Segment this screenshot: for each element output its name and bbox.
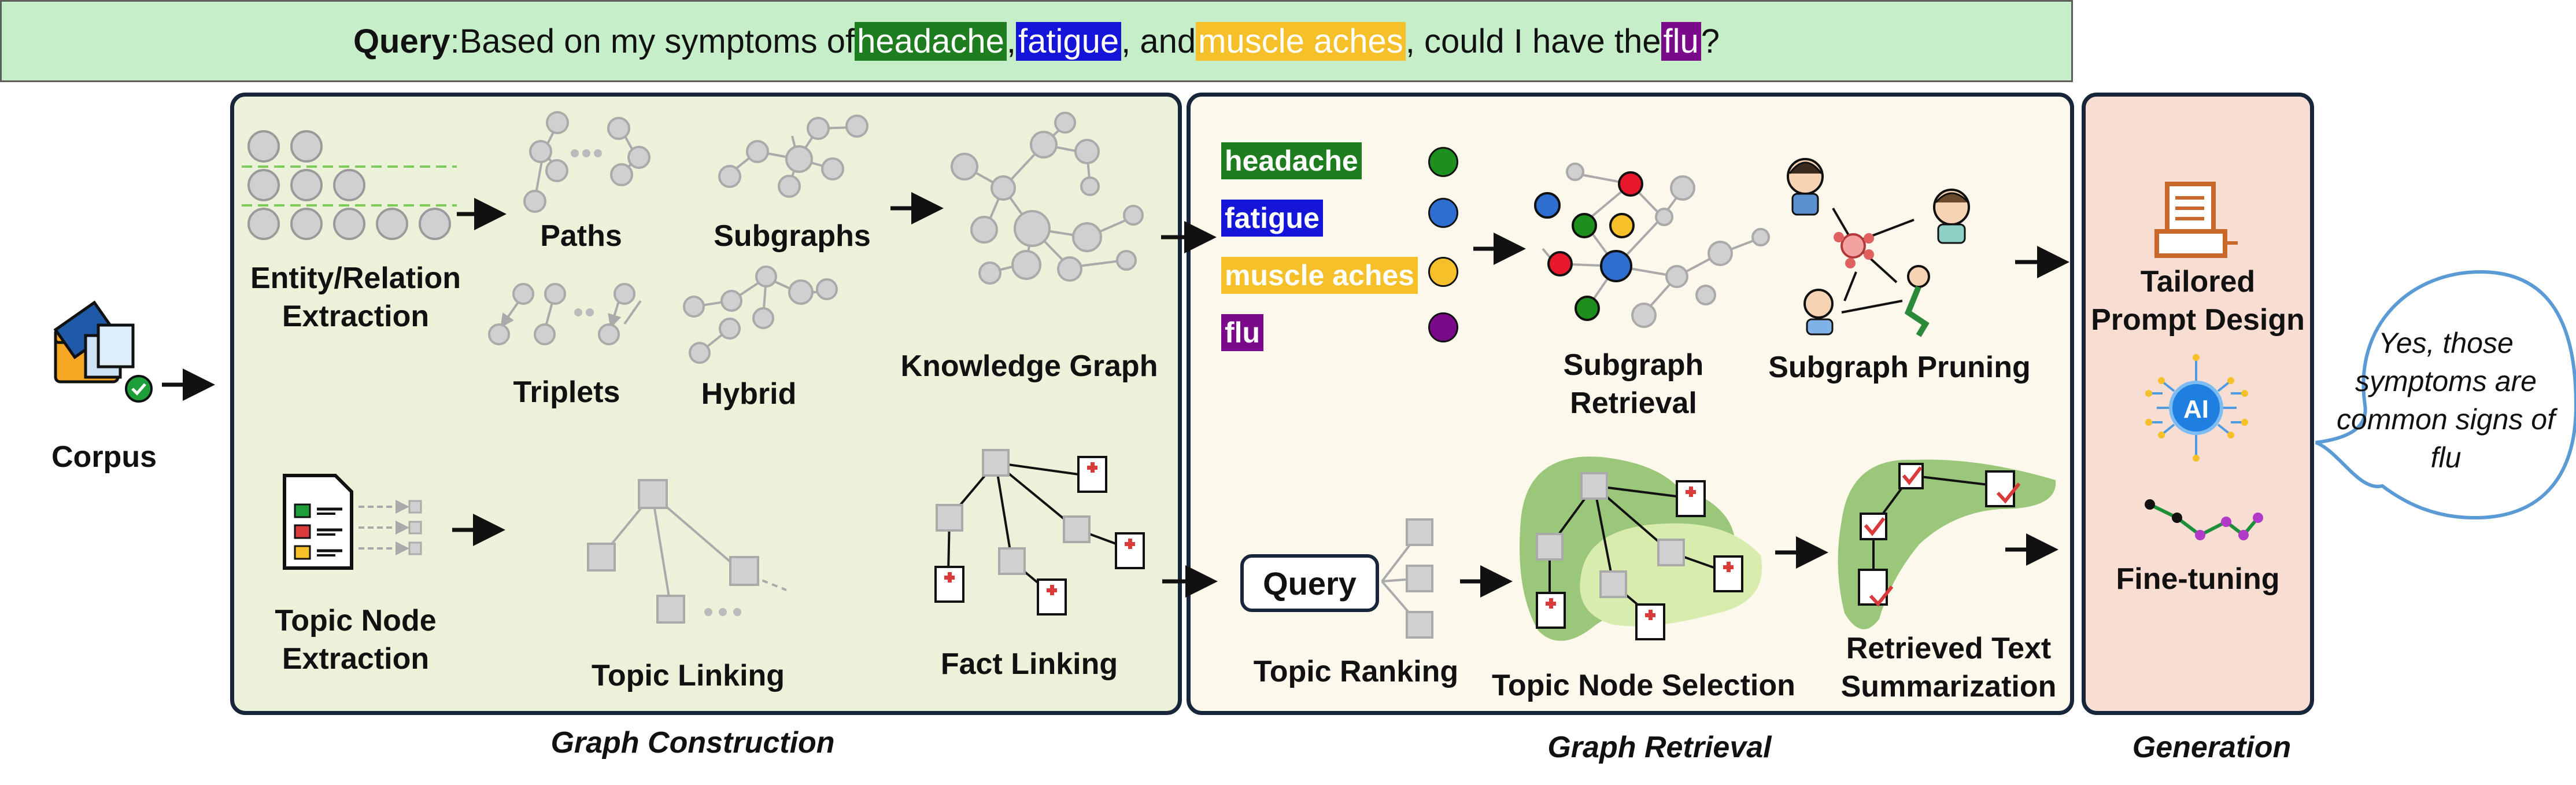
query-symptom-headache: headache	[855, 21, 1007, 61]
subgraph-retrieval-label-1: Subgraph	[1563, 348, 1704, 382]
query-symptom-flu: flu	[1661, 21, 1701, 61]
triplets-label: Triplets	[513, 375, 620, 409]
knowledge-graph	[951, 112, 1144, 285]
symptom-tag-headache: headache	[1221, 142, 1362, 179]
query-symptom-muscle-aches: muscle aches	[1196, 21, 1406, 61]
subgraph-pruning-label: Subgraph Pruning	[1768, 351, 2031, 384]
fact-linking-tree	[934, 449, 1145, 616]
query-symptom-fatigue: fatigue	[1016, 21, 1122, 61]
symptom-tag-flu: flu	[1221, 314, 1264, 351]
folder-documents-icon	[53, 300, 153, 403]
ai-badge-text: AI	[2183, 395, 2209, 423]
query-text-1: Based on my symptoms of	[459, 22, 855, 60]
prompt-design-label-2: Prompt Design	[2091, 303, 2305, 337]
entity-relation-label-2: Extraction	[282, 300, 430, 333]
subgraphs-graph	[718, 115, 868, 198]
topic-node-selection-graphic	[1520, 456, 1762, 641]
topic-ranking-label: Topic Ranking	[1253, 655, 1459, 688]
entity-extraction-icon	[247, 130, 451, 240]
patient-figures-icon	[1787, 158, 1970, 337]
retrieved-text-label-1: Retrieved Text	[1846, 632, 2052, 665]
query-box: Query	[1240, 554, 1379, 612]
query-sep-1: ,	[1006, 22, 1017, 60]
query-sep-2: , and	[1121, 22, 1196, 60]
retrieved-text-label-2: Summarization	[1840, 670, 2057, 703]
topic-node-selection-label: Topic Node Selection	[1492, 669, 1795, 702]
topic-ranking-tree	[1381, 518, 1433, 639]
subgraph-retrieval-graph	[1534, 163, 1770, 328]
prompt-design-label-1: Tailored	[2140, 265, 2256, 298]
query-text-2: , could I have the	[1405, 22, 1661, 60]
query-label: Query	[353, 22, 450, 60]
query-colon: :	[450, 22, 460, 60]
topic-linking-label: Topic Linking	[591, 659, 785, 692]
graph-retrieval-caption: Graph Retrieval	[1547, 731, 1772, 764]
topic-node-label-2: Extraction	[282, 642, 430, 676]
document-list-icon	[283, 474, 422, 570]
query-text-3: ?	[1701, 22, 1720, 60]
symptom-dot-muscle-aches	[1428, 257, 1458, 287]
summarization-graphic	[1838, 459, 2056, 629]
answer-bubble-outline	[2315, 270, 2576, 520]
generation-caption: Generation	[2132, 731, 2292, 764]
symptom-dot-flu	[1428, 312, 1458, 342]
entity-relation-label-1: Entity/Relation	[250, 261, 461, 295]
fine-tuning-curve-icon	[2145, 499, 2263, 540]
corpus-label: Corpus	[51, 440, 157, 474]
topic-linking-tree	[587, 479, 787, 624]
fact-linking-label: Fact Linking	[940, 647, 1118, 681]
triplets-graph	[488, 283, 642, 345]
subgraphs-label: Subgraphs	[714, 219, 871, 253]
hybrid-graph	[683, 266, 838, 364]
graph-construction-caption: Graph Construction	[550, 726, 835, 760]
symptom-tag-fatigue: fatigue	[1221, 200, 1323, 237]
answer-text: Yes, those symptoms are common signs of …	[2337, 327, 2555, 474]
query-bar: Query: Based on my symptoms of headache,…	[0, 0, 2073, 82]
ai-chip-icon: AI	[2145, 354, 2248, 462]
paths-label: Paths	[540, 219, 622, 253]
knowledge-graph-label: Knowledge Graph	[900, 349, 1158, 383]
symptom-dot-headache	[1428, 147, 1458, 177]
fine-tuning-label: Fine-tuning	[2116, 562, 2280, 596]
medical-document-icon	[934, 456, 1145, 616]
subgraph-retrieval-label-2: Retrieval	[1570, 386, 1697, 420]
printer-prompt-icon	[2154, 182, 2238, 258]
symptom-tag-muscle-aches: muscle aches	[1221, 257, 1418, 294]
topic-node-label-1: Topic Node	[275, 604, 437, 637]
paths-graph	[523, 111, 651, 213]
symptom-dot-fatigue	[1428, 198, 1458, 228]
hybrid-label: Hybrid	[701, 377, 797, 411]
